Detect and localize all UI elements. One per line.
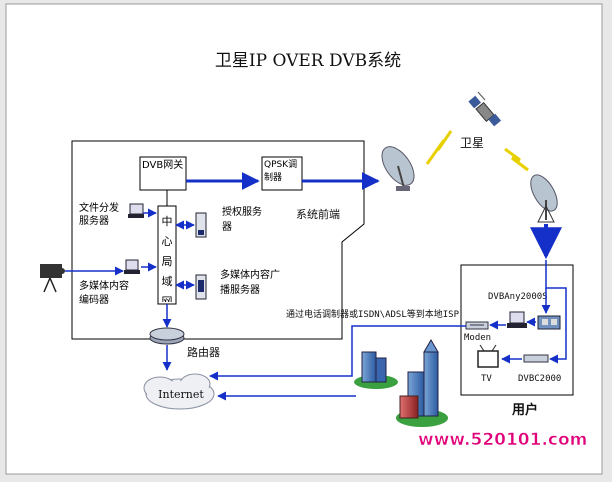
modem-icon xyxy=(465,321,489,330)
tv-icon xyxy=(477,344,499,368)
user-label: 用户 xyxy=(511,402,538,418)
auth-server-icon xyxy=(195,212,207,238)
dvb-card-icon xyxy=(537,315,561,330)
system-front-end-label: 系统前端 xyxy=(296,207,340,221)
router-label: 路由器 xyxy=(187,345,220,359)
qpsk-label: QPSK调制器 xyxy=(264,160,298,183)
receive-dish-icon xyxy=(530,174,558,223)
tv-label: TV xyxy=(481,374,492,384)
dvbc-label: DVBC2000 xyxy=(518,374,561,384)
user-frame xyxy=(460,264,574,396)
auth-server-label: 授权服务器 xyxy=(222,207,262,233)
router-icon xyxy=(149,327,185,345)
uplink-dish-icon xyxy=(381,146,415,191)
internet-label: Internet xyxy=(158,388,204,401)
file-server-icon xyxy=(128,203,144,218)
camera-icon xyxy=(40,264,65,293)
satellite-icon xyxy=(468,91,502,127)
front-end-frame xyxy=(71,140,365,340)
encoder-label: 多媒体内容编码器 xyxy=(79,281,129,306)
set-top-box-icon xyxy=(523,354,549,363)
lan-label: 中心局域网 xyxy=(161,215,173,302)
broadcast-server-icon xyxy=(195,274,207,300)
pc-icon xyxy=(507,311,527,328)
lan-box: 中心局域网 xyxy=(157,205,177,305)
downlink-distribution-line xyxy=(545,260,567,364)
isp-link-label: 通过电话调制器或ISDN\ADSL等到本地ISP xyxy=(286,308,460,320)
dvb-gateway-label: DVB网关 xyxy=(142,160,184,171)
uplink-signal-icon xyxy=(425,130,453,165)
internet-cloud-icon xyxy=(143,373,215,410)
dvb-any-label: DVBAny2000S xyxy=(488,292,548,302)
encoder-icon xyxy=(124,259,140,274)
modem-internet-link xyxy=(209,325,466,381)
file-server-label: 文件分发服务器 xyxy=(79,203,119,227)
qpsk-modulator-box: QPSK调制器 xyxy=(261,156,303,191)
broadcast-server-label: 多媒体内容广播服务器 xyxy=(220,270,280,296)
buildings-icon xyxy=(354,339,448,427)
satellite-label: 卫星 xyxy=(460,136,484,150)
modem-label: Moden xyxy=(464,333,491,343)
diagram-title: 卫星IP OVER DVB系统 xyxy=(215,51,401,71)
downlink-signal-icon xyxy=(504,147,529,172)
watermark-text: www.520101.com xyxy=(418,430,587,450)
dvb-gateway-box: DVB网关 xyxy=(139,156,187,191)
